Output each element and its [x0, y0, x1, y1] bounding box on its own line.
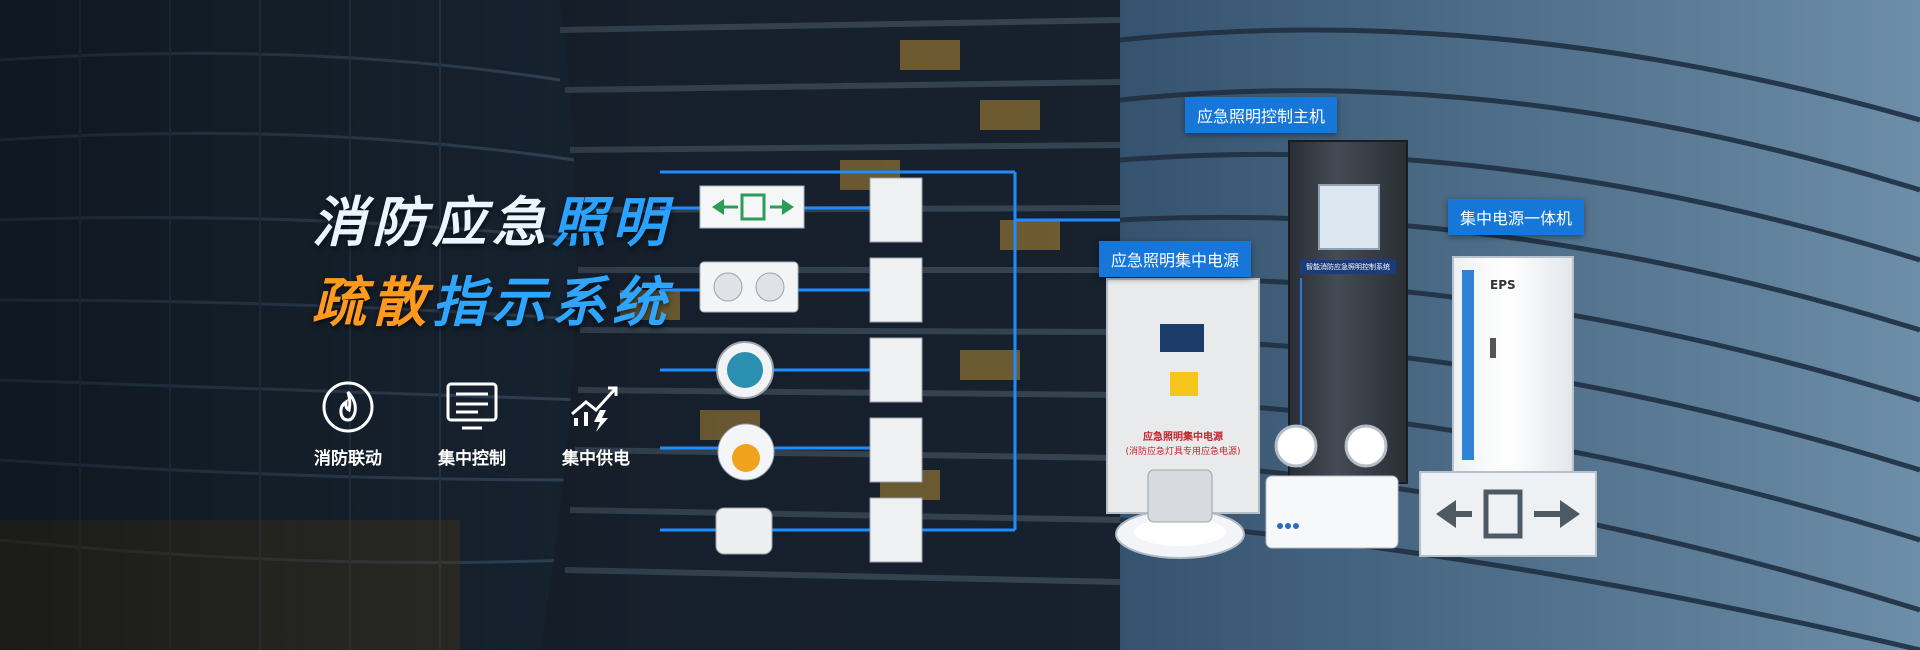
- cabinet-display: [1160, 324, 1204, 352]
- feature-label: 集中供电: [562, 449, 630, 469]
- label-eps: 集中电源一体机: [1448, 199, 1585, 235]
- eps-handle: [1490, 338, 1496, 358]
- title-line-2-part-2: 指示系统: [432, 271, 672, 334]
- title-line-1-part-2: 照明: [552, 191, 672, 254]
- title-line-2: 疏散指示系统: [312, 258, 672, 337]
- junction-boxes: [869, 177, 923, 563]
- title-line-1: 消防应急照明: [312, 178, 672, 257]
- label-central-power: 应急照明集中电源: [1099, 241, 1252, 277]
- feature-fire-linkage: 消防联动: [300, 380, 396, 469]
- eps-cabinet: EPS: [1452, 256, 1574, 476]
- power-supply-icon: [571, 386, 618, 432]
- feature-central-control: 集中控制: [424, 380, 520, 469]
- downlight-fixture: [1115, 469, 1245, 559]
- exit-sign-large: [1419, 471, 1597, 557]
- host-screen: [1318, 184, 1380, 250]
- fire-icon: [322, 381, 374, 433]
- title-line-1-part-1: 消防应急: [312, 191, 552, 254]
- host-label-strip: 智能消防应急照明控制系统: [1300, 260, 1396, 274]
- eps-blue-stripe: [1462, 270, 1474, 460]
- cabinet-warning-text: 应急照明集中电源: [1143, 432, 1223, 443]
- host-edge-light: [1300, 278, 1302, 468]
- feature-central-power: 集中供电: [548, 380, 644, 469]
- twin-emergency-lamp: [1265, 424, 1399, 549]
- label-control-host: 应急照明控制主机: [1185, 97, 1338, 133]
- title-line-2-part-1: 疏散: [312, 271, 432, 334]
- cabinet-warning-sub: (消防应急灯具专用应急电源): [1125, 447, 1241, 457]
- control-panel-icon: [446, 382, 498, 430]
- eps-badge: EPS: [1490, 278, 1516, 292]
- feature-label: 集中控制: [438, 449, 506, 469]
- warning-sticker: [1170, 372, 1198, 396]
- feature-label: 消防联动: [314, 449, 382, 469]
